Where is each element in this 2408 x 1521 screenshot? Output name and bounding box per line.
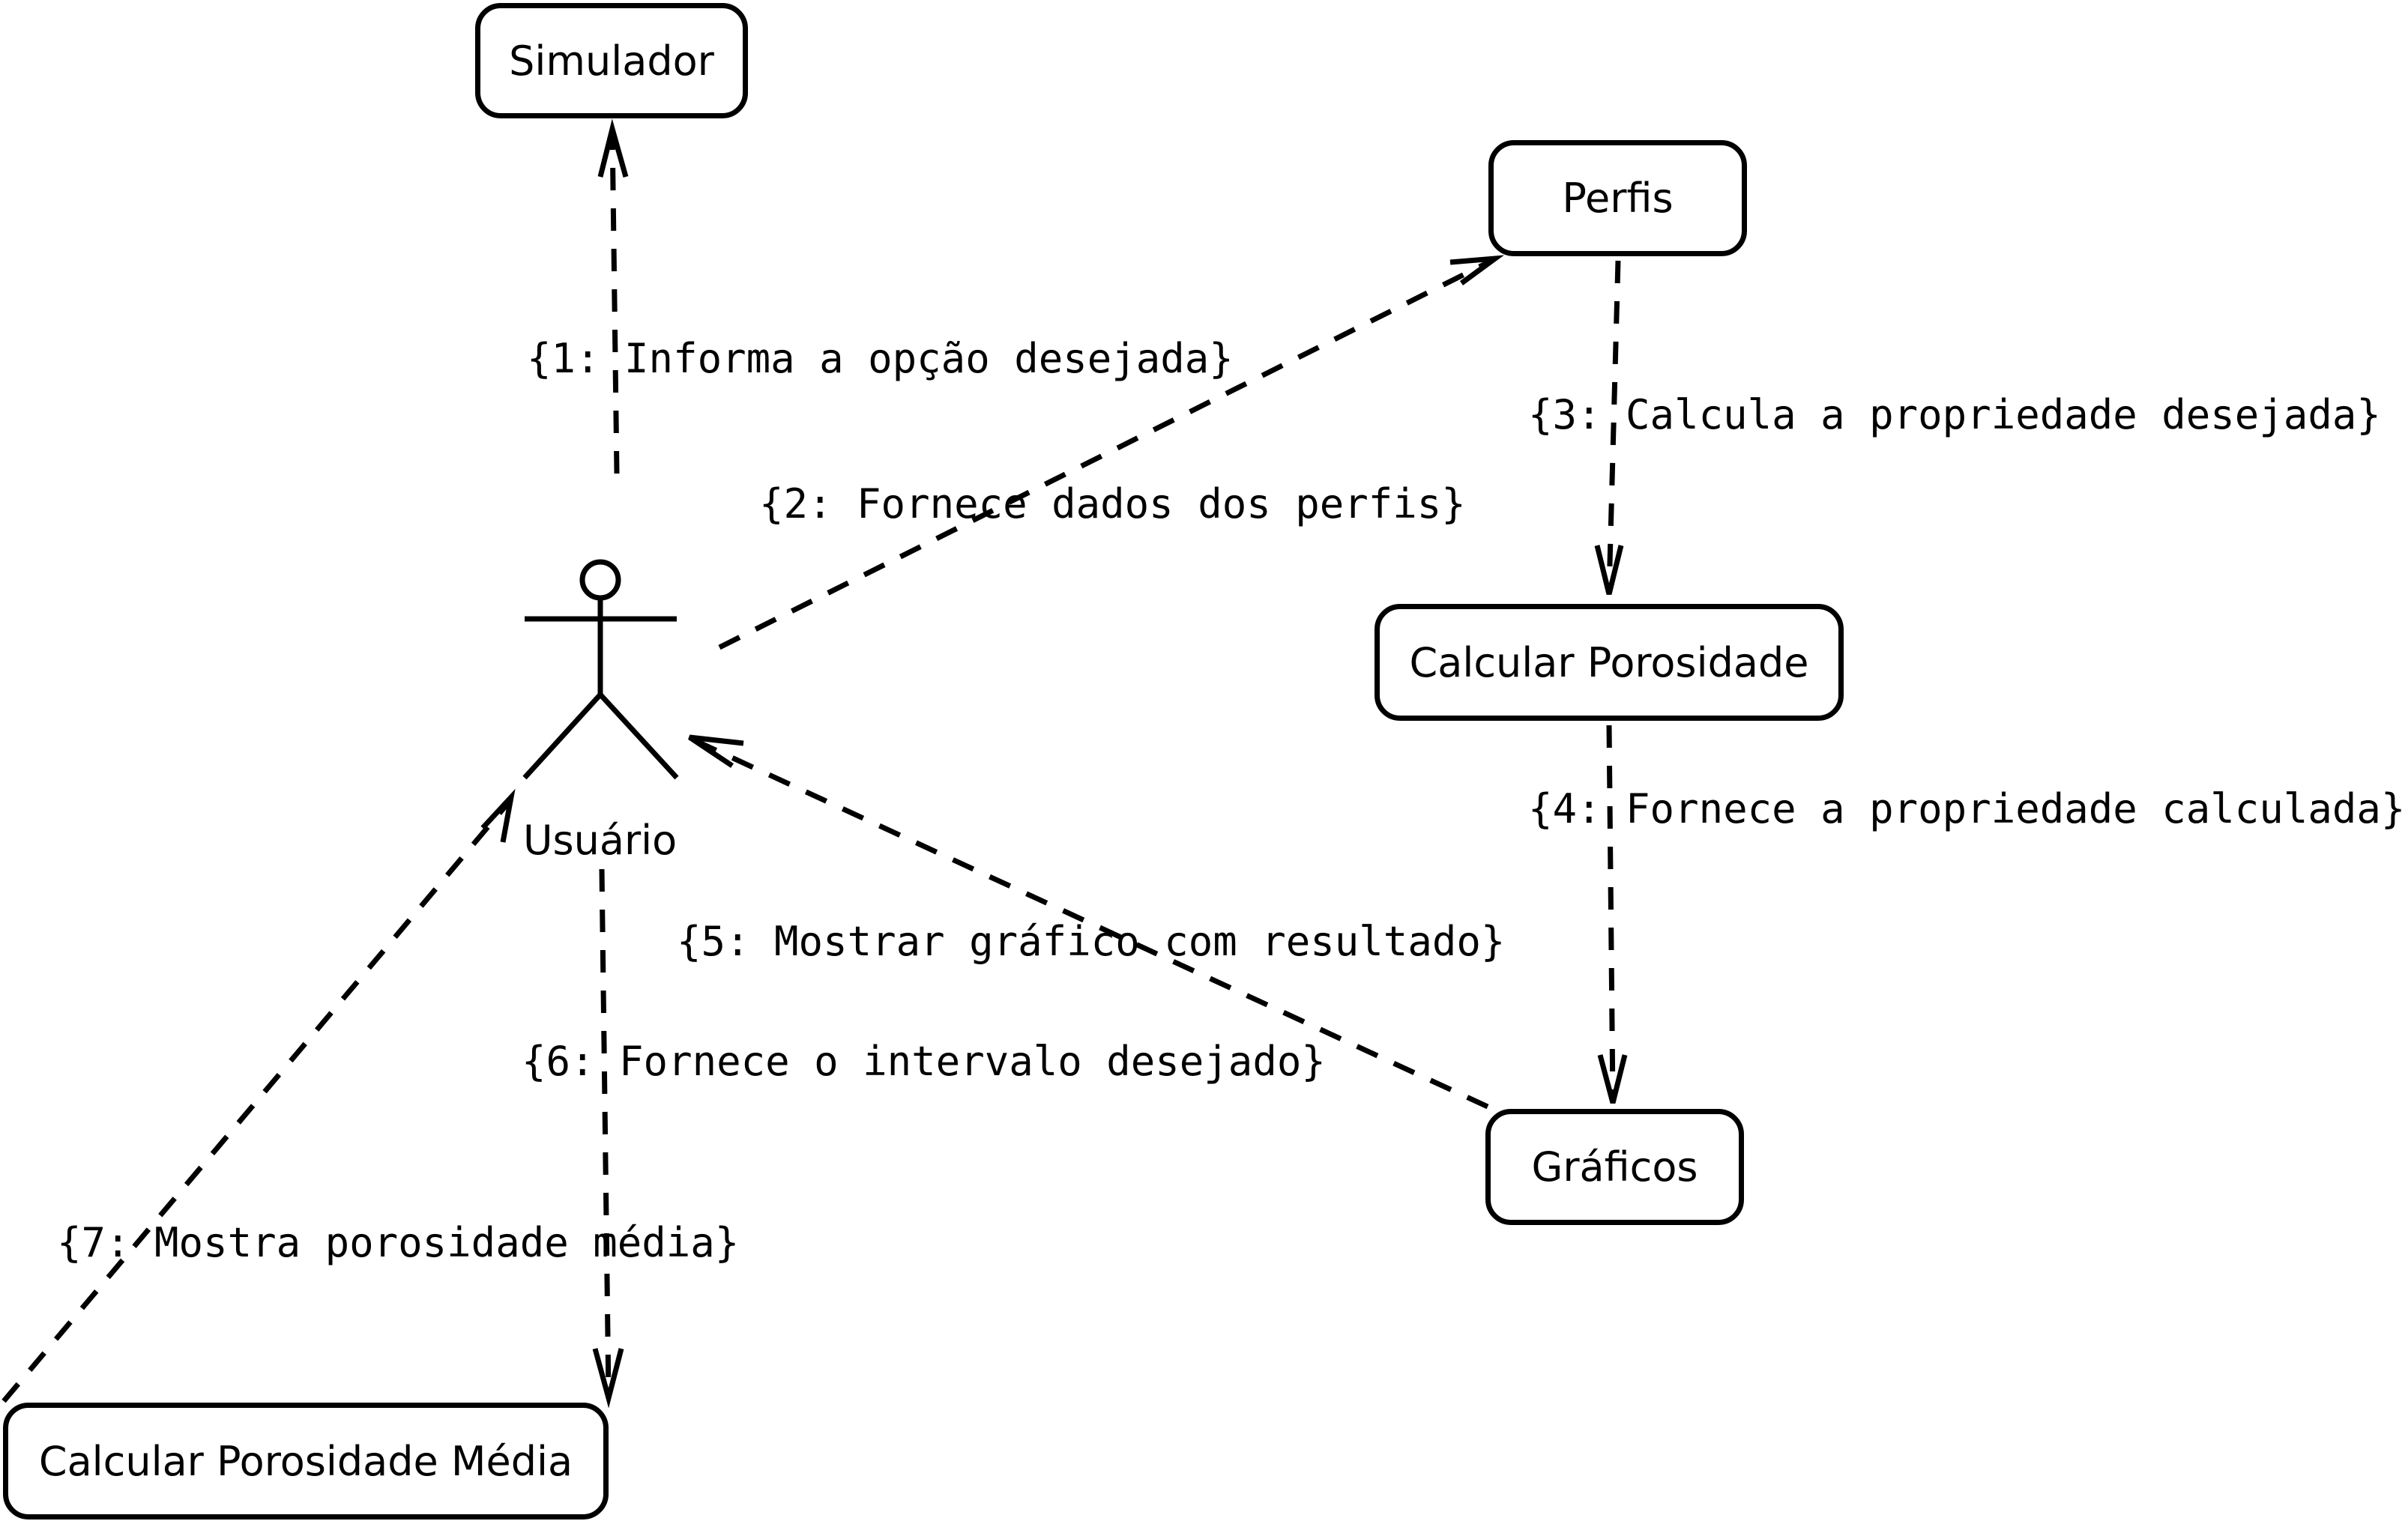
- message-6-label: {6: Fornece o intervalo desejado}: [522, 1038, 1326, 1085]
- arrow-4-line: [1606, 725, 1616, 1102]
- arrow-2-line: [718, 258, 1493, 650]
- arrow-5-head: [688, 734, 744, 768]
- node-simulador[interactable]: Simulador: [475, 3, 748, 118]
- node-graficos[interactable]: Gráficos: [1485, 1109, 1744, 1225]
- arrow-4-head: [1597, 1054, 1628, 1104]
- node-calcular-porosidade[interactable]: Calcular Porosidade: [1375, 604, 1844, 721]
- node-calcular-porosidade-media[interactable]: Calcular Porosidade Média: [3, 1403, 609, 1520]
- arrow-7-head: [480, 788, 516, 843]
- actor-usuario-figure: [522, 559, 679, 780]
- message-7-label: {7: Mostra porosidade média}: [57, 1219, 740, 1266]
- actor-usuario-label: Usuário: [523, 817, 678, 864]
- message-2-label: {2: Fornece dados dos perfis}: [759, 480, 1466, 527]
- message-4-label: {4: Fornece a propriedade calculada}: [1528, 785, 2406, 832]
- node-perfis[interactable]: Perfis: [1488, 140, 1747, 256]
- message-5-label: {5: Mostrar gráfico com resultado}: [677, 918, 1506, 965]
- arrow-6-line: [599, 868, 612, 1396]
- arrow-1-line: [609, 130, 620, 474]
- arrow-3-line: [1606, 260, 1621, 593]
- arrow-2-head: [1449, 255, 1505, 285]
- message-1-label: {1: Informa a opção desejada}: [527, 335, 1234, 382]
- arrow-6-head: [592, 1348, 624, 1409]
- arrow-1-head: [597, 118, 629, 178]
- arrow-3-head: [1594, 545, 1624, 595]
- arrow-7-line: [1, 797, 513, 1403]
- arrow-5-line: [688, 735, 1489, 1110]
- message-3-label: {3: Calcula a propriedade desejada}: [1528, 391, 2381, 438]
